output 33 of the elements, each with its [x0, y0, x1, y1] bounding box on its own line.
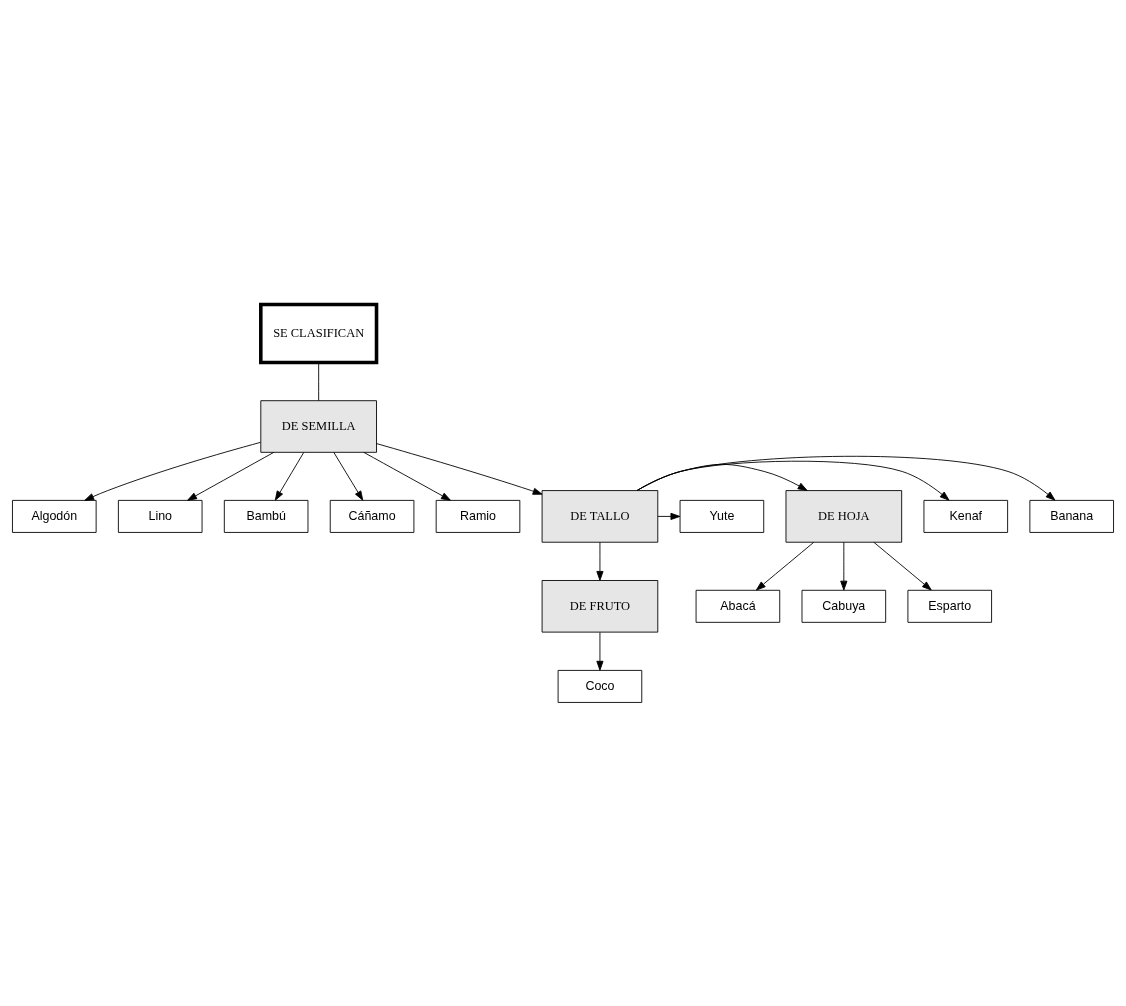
node-box: Algodón [12, 499, 97, 533]
node-box: Lino [117, 499, 203, 533]
node-box: Coco [557, 669, 643, 703]
node-box: Yute [679, 499, 765, 533]
arrow [376, 442, 543, 495]
arrow [333, 451, 364, 501]
node-box: DE TALLO [541, 489, 659, 543]
arrow [84, 441, 262, 501]
node-box: Cabuya [801, 589, 887, 623]
arrow [873, 541, 932, 590]
node-box: Kenaf [923, 499, 1009, 533]
arrow [657, 512, 681, 520]
connector [318, 361, 320, 401]
node-box: Cáñamo [329, 499, 415, 533]
arrow [363, 451, 451, 501]
arrow [636, 455, 1056, 501]
node-box: Ramio [435, 499, 521, 533]
node-box: DE SEMILLA [260, 399, 377, 453]
node-box: Banana [1029, 499, 1114, 533]
arrow [596, 631, 604, 671]
arrow [755, 541, 815, 590]
node-box: DE HOJA [785, 489, 903, 543]
arrow [274, 451, 305, 501]
node-box: SE CLASIFICAN [259, 302, 379, 364]
arrow [187, 451, 275, 501]
arrow [840, 541, 848, 590]
arrow [636, 463, 808, 491]
node-box: Bambú [223, 499, 309, 533]
node-box: Abacá [695, 589, 781, 623]
arrow [636, 460, 950, 501]
node-box: Esparto [907, 589, 993, 623]
arrow [596, 541, 604, 581]
node-box: DE FRUTO [541, 579, 659, 633]
